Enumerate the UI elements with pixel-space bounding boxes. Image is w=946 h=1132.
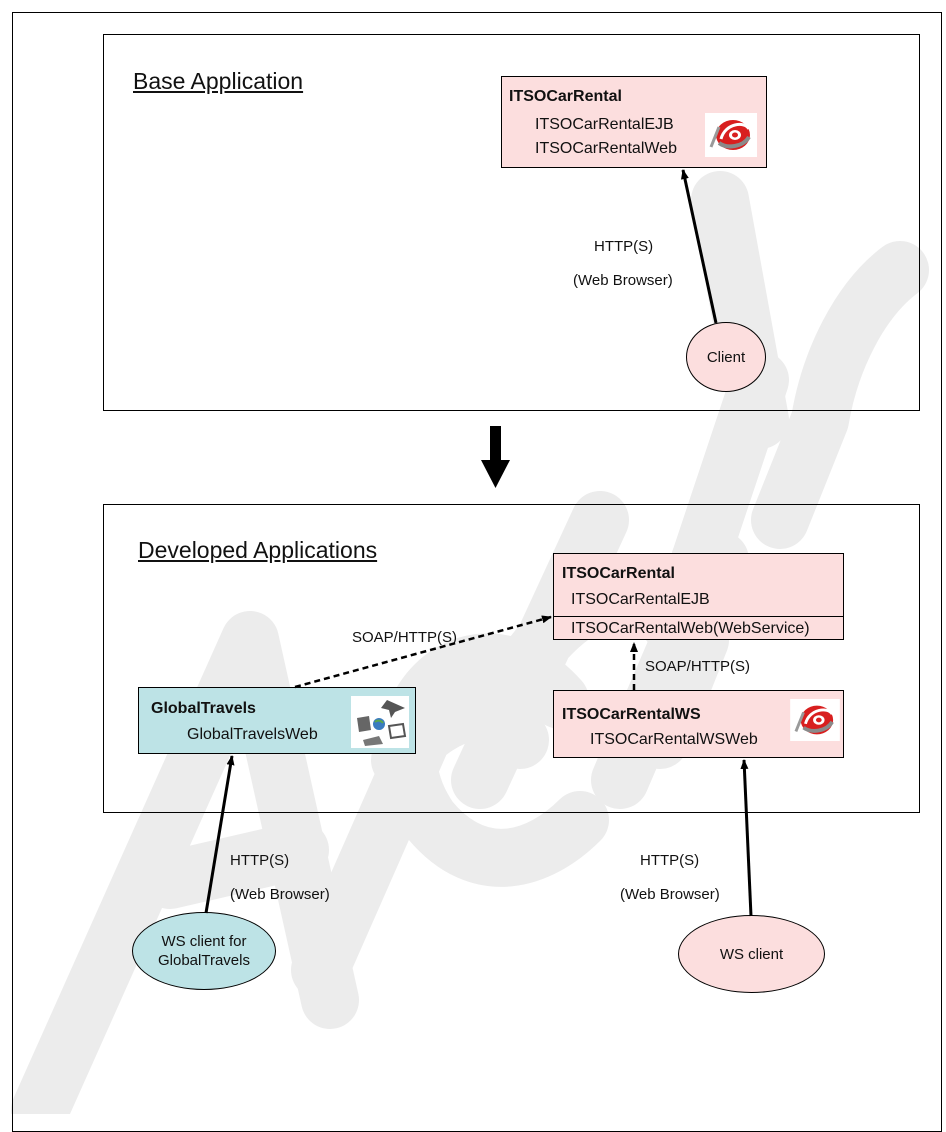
dev-car-rental-ejb: ITSOCarRentalEJB: [571, 591, 710, 608]
global-travels-name: GlobalTravels: [151, 700, 256, 717]
right-http-label: HTTP(S): [640, 852, 700, 869]
client-node: Client: [686, 322, 766, 392]
developed-applications-panel: [103, 504, 920, 813]
ws-client-global-label: WS client for GlobalTravels: [158, 932, 250, 970]
base-application-panel: [103, 34, 920, 411]
ibm-ear-icon: [790, 699, 840, 741]
base-browser-label: (Web Browser): [573, 272, 673, 289]
ws-client-global-line-1: WS client for: [161, 933, 247, 950]
car-rental-ws-web: ITSOCarRentalWSWeb: [590, 731, 758, 748]
ws-client-global-travels-node: WS client for GlobalTravels: [132, 912, 276, 990]
dev-car-rental-name: ITSOCarRental: [562, 565, 675, 582]
itso-car-rental-ws-box: ITSOCarRentalWS ITSOCarRentalWSWeb: [553, 690, 844, 758]
itso-car-rental-ws-service-box: ITSOCarRental ITSOCarRentalEJB ITSOCarRe…: [553, 553, 844, 640]
itso-car-rental-name: ITSOCarRental: [509, 88, 622, 105]
car-rental-ws-name: ITSOCarRentalWS: [562, 706, 701, 723]
itso-car-rental-box: ITSOCarRental ITSOCarRentalEJB ITSOCarRe…: [501, 76, 767, 168]
global-travels-web: GlobalTravelsWeb: [187, 726, 318, 743]
developed-applications-title: Developed Applications: [138, 537, 378, 563]
itso-car-rental-ejb: ITSOCarRentalEJB: [535, 116, 674, 133]
travel-icon: [351, 696, 409, 748]
base-http-label: HTTP(S): [594, 238, 654, 255]
ibm-ear-icon: [705, 113, 757, 157]
right-browser-label: (Web Browser): [620, 886, 720, 903]
global-travels-box: GlobalTravels GlobalTravelsWeb: [138, 687, 416, 754]
left-http-label: HTTP(S): [230, 852, 290, 869]
itso-car-rental-web: ITSOCarRentalWeb: [535, 140, 677, 157]
ws-client-node: WS client: [678, 915, 825, 993]
ws-client-label: WS client: [719, 945, 784, 963]
soap-label-left: SOAP/HTTP(S): [352, 629, 458, 646]
client-label: Client: [706, 348, 746, 366]
base-application-title: Base Application: [133, 68, 304, 94]
dev-car-rental-web: ITSOCarRentalWeb(WebService): [571, 620, 810, 637]
car-rental-divider: [554, 616, 843, 617]
ws-client-global-line-2: GlobalTravels: [158, 952, 250, 969]
soap-label-right: SOAP/HTTP(S): [645, 658, 751, 675]
left-browser-label: (Web Browser): [230, 886, 330, 903]
